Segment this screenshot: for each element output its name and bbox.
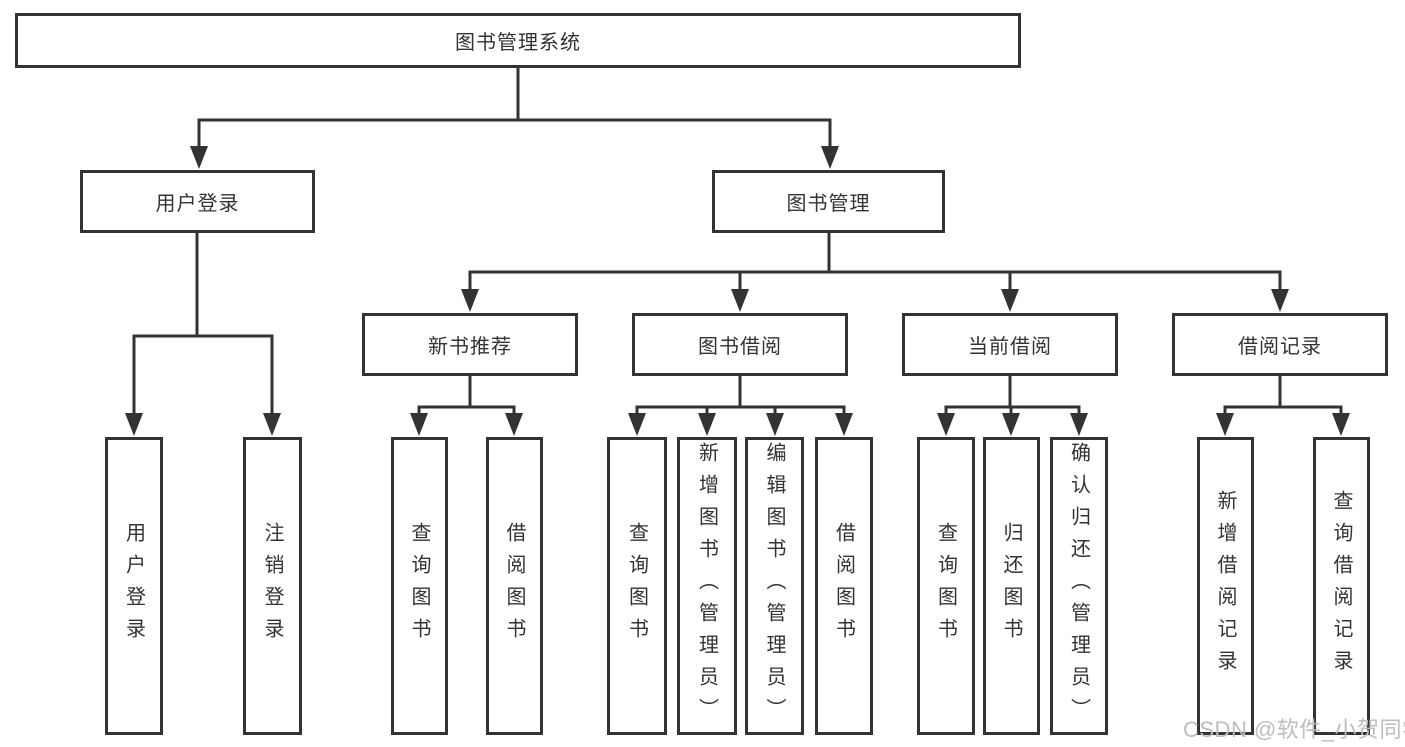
leaf-borrow-books-recommend: 借阅图书 (486, 437, 543, 735)
leaf-query-borrow-record: 查询借阅记录 (1313, 437, 1370, 735)
leaf-query-books-recommend: 查询图书 (391, 437, 448, 735)
leaf-borrow-books-borrow: 借阅图书 (815, 437, 873, 735)
leaf-return-books: 归还图书 (983, 437, 1040, 735)
csdn-watermark: CSDN @软件_小贺同学 (1183, 717, 1405, 742)
leaf-logout: 注销登录 (243, 437, 302, 735)
node-borrowing-records: 借阅记录 (1172, 313, 1388, 376)
node-book-management: 图书管理 (712, 170, 945, 233)
node-current-borrowing: 当前借阅 (902, 313, 1118, 376)
leaf-add-books-admin: 新增图书（管理员） (677, 437, 737, 735)
leaf-confirm-return-admin: 确认归还（管理员） (1050, 437, 1108, 735)
leaf-query-books-current: 查询图书 (917, 437, 975, 735)
leaf-query-books-borrow: 查询图书 (607, 437, 667, 735)
arrowheads (125, 146, 1350, 436)
leaf-edit-books-admin: 编辑图书（管理员） (745, 437, 804, 735)
node-book-borrowing: 图书借阅 (632, 313, 848, 376)
node-library-management-system: 图书管理系统 (15, 13, 1021, 68)
leaf-user-login: 用户登录 (105, 437, 163, 735)
leaf-add-borrow-record: 新增借阅记录 (1197, 437, 1254, 735)
node-user-login: 用户登录 (80, 170, 315, 233)
node-new-book-recommendation: 新书推荐 (362, 313, 578, 376)
